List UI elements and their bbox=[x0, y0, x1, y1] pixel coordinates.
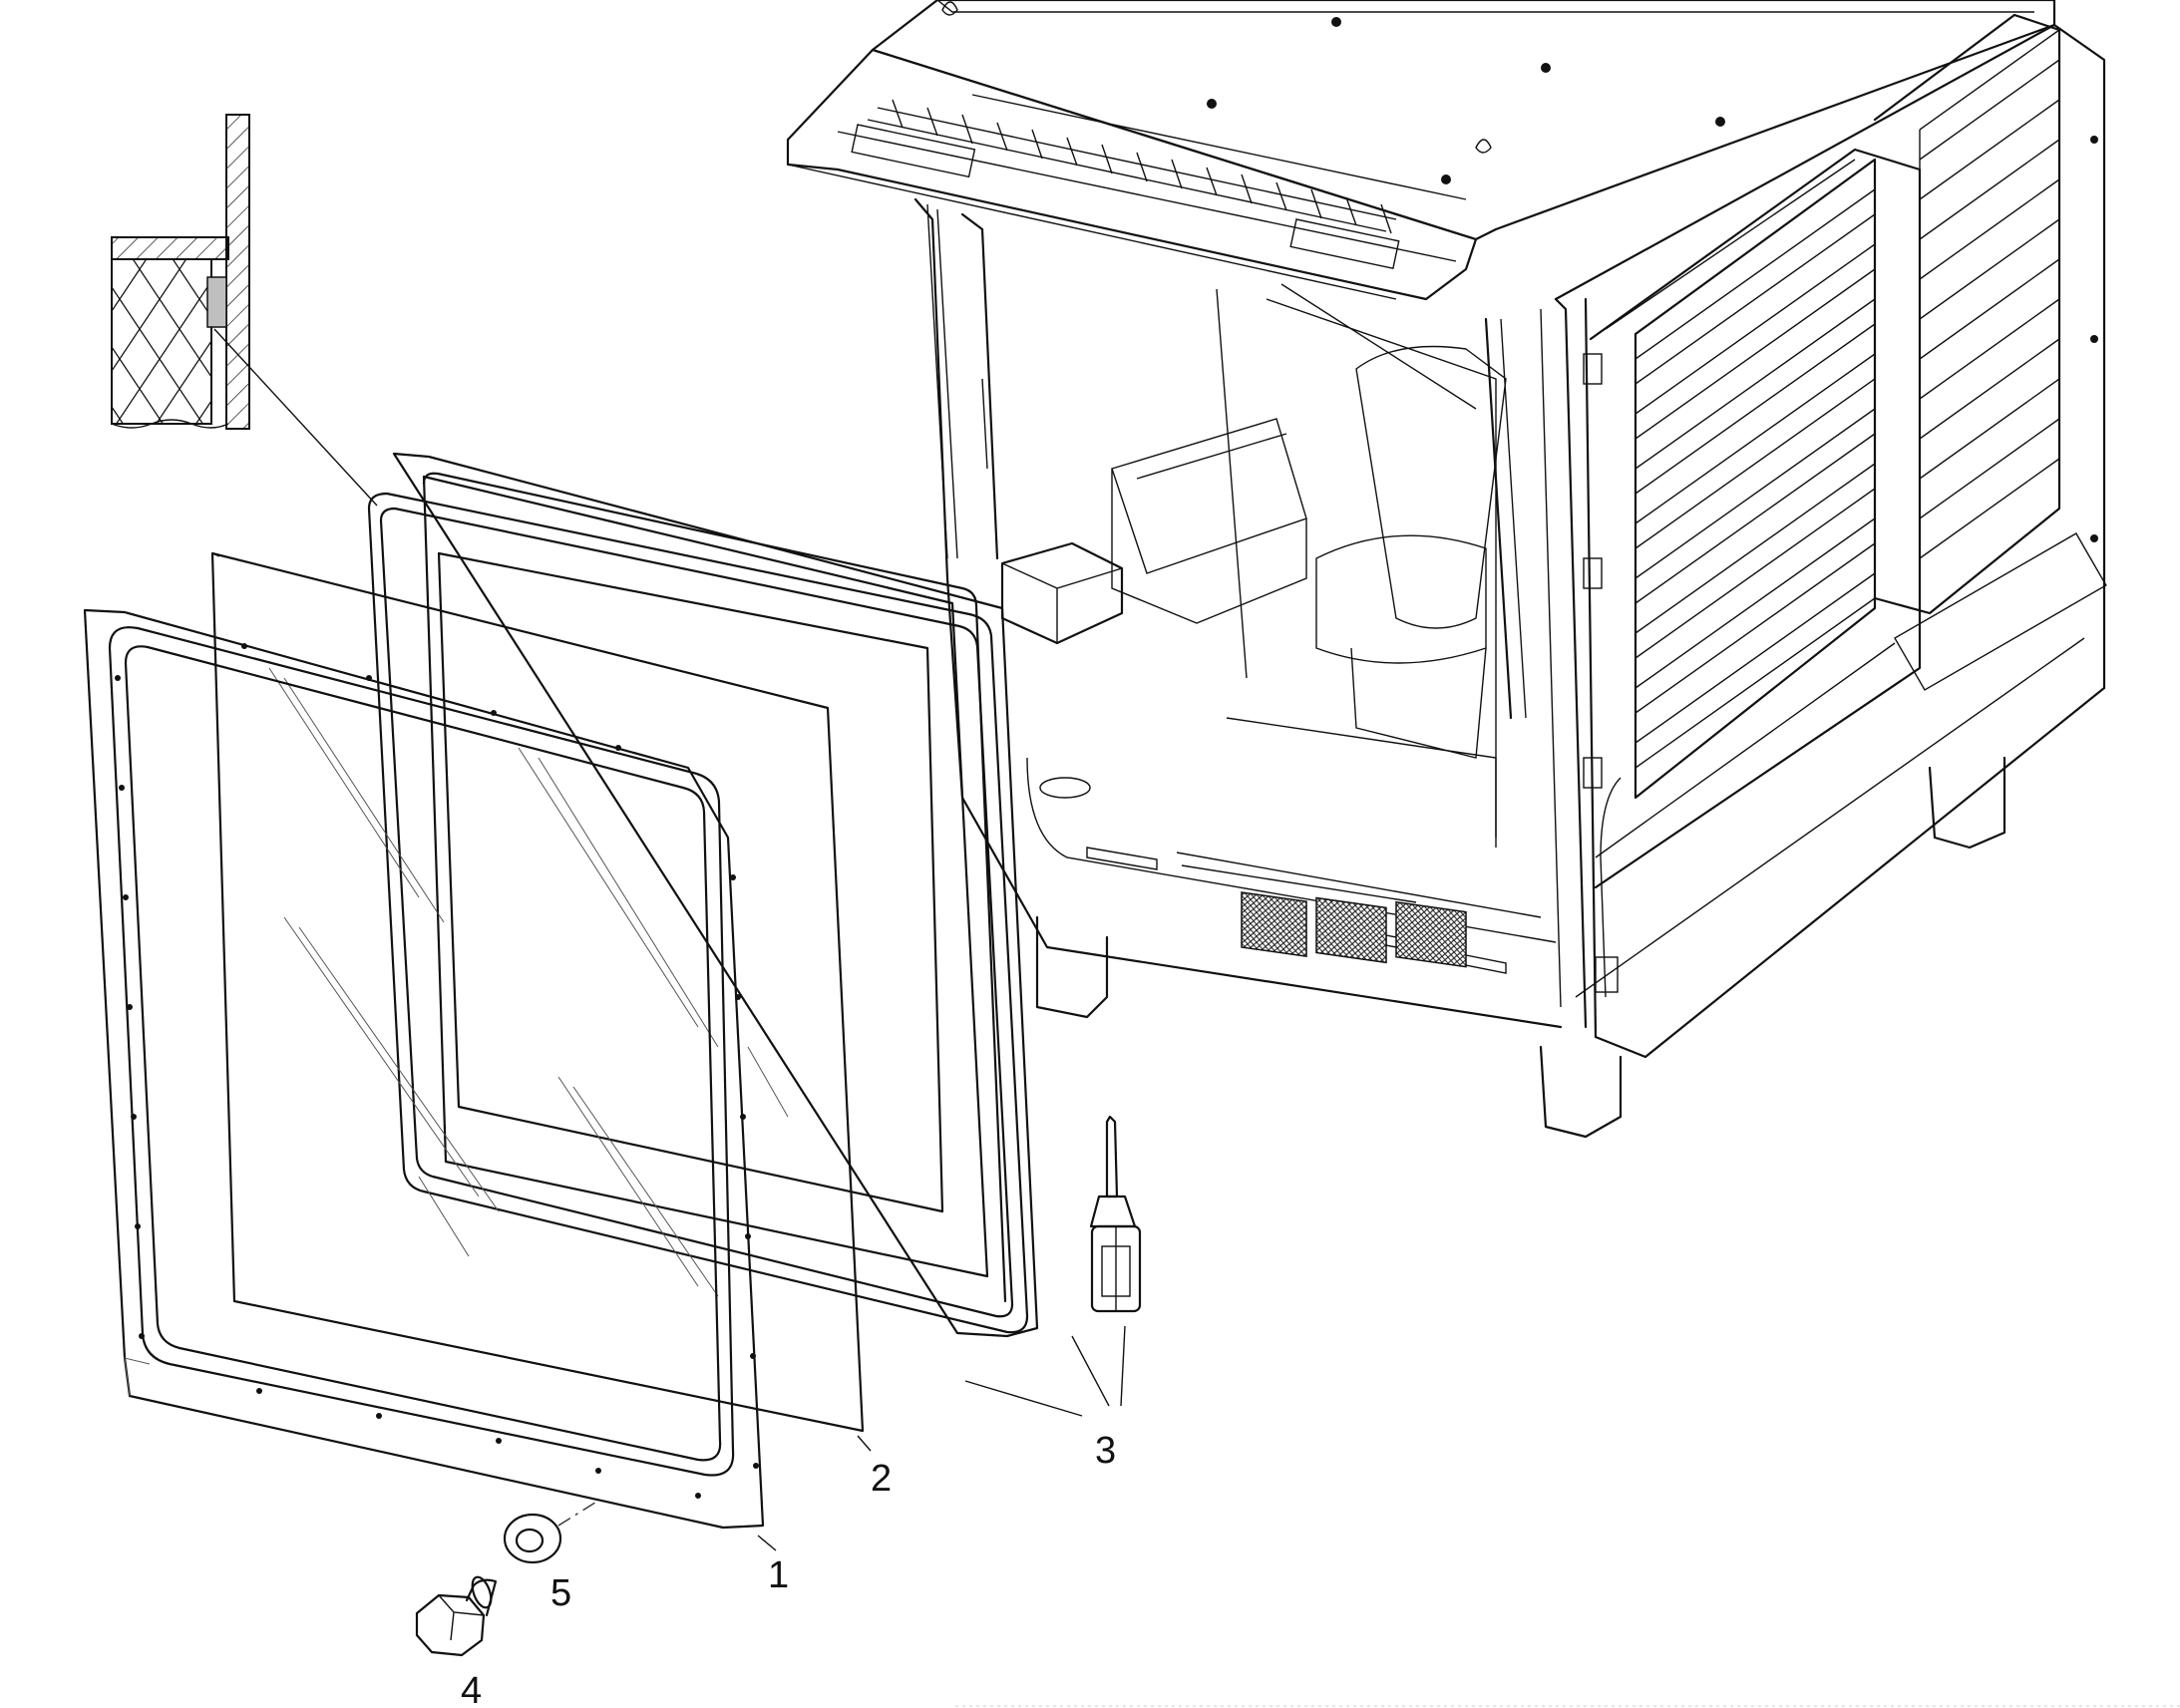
part-3-seal-frame bbox=[367, 452, 1039, 1338]
callout-2: 2 bbox=[871, 1458, 892, 1500]
leader-lines bbox=[757, 1325, 1126, 1551]
part-4-bolt bbox=[415, 1575, 498, 1657]
seal-section bbox=[206, 276, 227, 328]
callout-1: 1 bbox=[768, 1554, 789, 1596]
part-3-sealant-cartridge bbox=[1089, 1115, 1142, 1313]
part-5-washer bbox=[503, 1513, 562, 1564]
cab-assembly bbox=[786, 0, 2107, 1139]
frame-bolt-holes bbox=[115, 643, 759, 1499]
callout-3: 3 bbox=[1095, 1430, 1116, 1472]
callout-5: 5 bbox=[550, 1572, 571, 1614]
part-1-outer-frame bbox=[83, 608, 765, 1530]
callout-4: 4 bbox=[461, 1670, 482, 1708]
bolt-axis-line bbox=[557, 1500, 599, 1527]
part-2-glass-pane bbox=[210, 551, 865, 1433]
detail-leader-line bbox=[213, 328, 378, 507]
section-detail bbox=[111, 114, 378, 507]
